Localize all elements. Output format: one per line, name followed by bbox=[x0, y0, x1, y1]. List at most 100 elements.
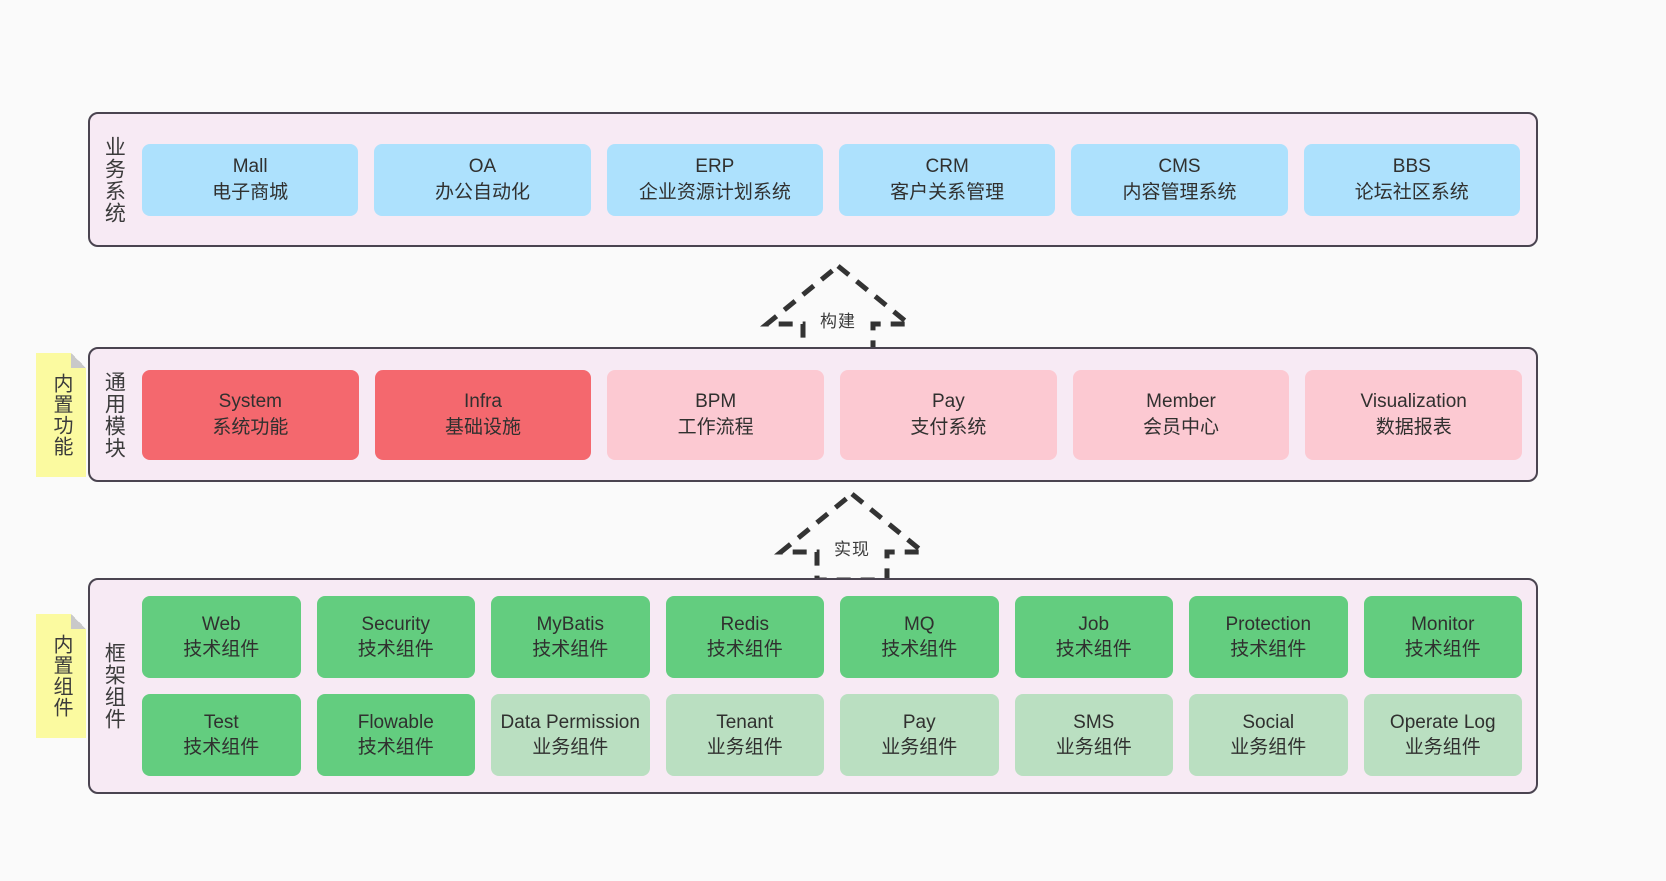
card-visualization[interactable]: Visualization 数据报表 bbox=[1305, 369, 1523, 460]
card-subtitle: 办公自动化 bbox=[434, 181, 530, 203]
card-title: Redis bbox=[720, 613, 770, 635]
arrow-realize: 实现 bbox=[773, 490, 931, 583]
card-title: System bbox=[218, 391, 283, 413]
card-title: ERP bbox=[695, 156, 735, 178]
card-title: Infra bbox=[463, 391, 503, 413]
layer-title-framework-component: 框架组件 bbox=[102, 642, 126, 730]
card-erp[interactable]: ERP 企业资源计划系统 bbox=[606, 143, 823, 216]
card-title: Job bbox=[1078, 613, 1110, 635]
card-subtitle: 系统功能 bbox=[212, 416, 289, 438]
card-row: Mall 电子商城 OA 办公自动化 ERP 企业资源计划系统 CRM 客户关系… bbox=[142, 143, 1520, 216]
card-pay-module[interactable]: Pay 支付系统 bbox=[840, 369, 1057, 460]
card-subtitle: 技术组件 bbox=[357, 639, 434, 660]
card-subtitle: 技术组件 bbox=[183, 639, 260, 660]
card-subtitle: 技术组件 bbox=[183, 737, 260, 758]
card-infra[interactable]: Infra 基础设施 bbox=[374, 369, 592, 460]
arrow-build-label: 构建 bbox=[820, 312, 856, 331]
card-oa[interactable]: OA 办公自动化 bbox=[374, 143, 591, 216]
card-title: Tenant bbox=[716, 711, 774, 733]
card-subtitle: 电子商城 bbox=[212, 181, 289, 203]
arrow-build: 构建 bbox=[759, 262, 917, 355]
card-title: Flowable bbox=[357, 711, 434, 733]
card-title: BPM bbox=[695, 391, 737, 413]
card-crm[interactable]: CRM 客户关系管理 bbox=[838, 143, 1056, 216]
card-protection[interactable]: Protection 技术组件 bbox=[1189, 596, 1348, 678]
layer-title-common-module: 通用模块 bbox=[102, 370, 126, 459]
layer-framework-component: 框架组件 Web 技术组件 Security 技术组件 MyBatis 技术组件… bbox=[88, 578, 1538, 794]
card-bbs[interactable]: BBS 论坛社区系统 bbox=[1303, 143, 1520, 216]
card-subtitle: 数据报表 bbox=[1375, 416, 1452, 438]
card-subtitle: 业务组件 bbox=[532, 737, 609, 758]
card-security[interactable]: Security 技术组件 bbox=[316, 596, 475, 678]
card-title: MQ bbox=[903, 613, 935, 635]
card-title: OA bbox=[468, 156, 497, 178]
card-subtitle: 业务组件 bbox=[1404, 737, 1481, 758]
card-tenant[interactable]: Tenant 业务组件 bbox=[665, 694, 824, 776]
card-subtitle: 业务组件 bbox=[1055, 737, 1132, 758]
card-job[interactable]: Job 技术组件 bbox=[1014, 596, 1173, 678]
card-title: CRM bbox=[925, 156, 969, 178]
card-subtitle: 业务组件 bbox=[706, 737, 783, 758]
layer-body-common-module: System 系统功能 Infra 基础设施 BPM 工作流程 Pay 支付系统… bbox=[136, 349, 1536, 480]
card-sms[interactable]: SMS 业务组件 bbox=[1014, 694, 1173, 776]
card-subtitle: 技术组件 bbox=[357, 737, 434, 758]
note-builtin-component: 内置组件 bbox=[36, 614, 86, 738]
note-label: 内置功能 bbox=[50, 373, 72, 457]
card-subtitle: 业务组件 bbox=[881, 737, 958, 758]
card-social[interactable]: Social 业务组件 bbox=[1189, 694, 1348, 776]
layer-business-system: 业务系统 Mall 电子商城 OA 办公自动化 ERP 企业资源计划系统 CRM… bbox=[88, 112, 1538, 247]
card-title: Mall bbox=[232, 156, 268, 178]
card-test[interactable]: Test 技术组件 bbox=[142, 694, 301, 776]
card-subtitle: 客户关系管理 bbox=[890, 181, 1005, 203]
card-subtitle: 企业资源计划系统 bbox=[638, 181, 791, 203]
card-row: System 系统功能 Infra 基础设施 BPM 工作流程 Pay 支付系统… bbox=[142, 369, 1523, 460]
card-member[interactable]: Member 会员中心 bbox=[1072, 369, 1290, 460]
card-bpm[interactable]: BPM 工作流程 bbox=[607, 369, 825, 460]
card-title: MyBatis bbox=[536, 613, 605, 635]
layer-common-module: 通用模块 System 系统功能 Infra 基础设施 BPM 工作流程 Pay… bbox=[88, 347, 1538, 482]
card-title: Visualization bbox=[1360, 391, 1467, 413]
card-row: Test 技术组件 Flowable 技术组件 Data Permission … bbox=[142, 694, 1522, 776]
card-subtitle: 内容管理系统 bbox=[1122, 181, 1237, 203]
card-web[interactable]: Web 技术组件 bbox=[142, 596, 301, 678]
card-subtitle: 工作流程 bbox=[677, 416, 754, 438]
layer-body-framework-component: Web 技术组件 Security 技术组件 MyBatis 技术组件 Redi… bbox=[136, 580, 1536, 792]
card-title: BBS bbox=[1392, 156, 1431, 178]
card-title: Pay bbox=[902, 711, 936, 733]
card-row: Web 技术组件 Security 技术组件 MyBatis 技术组件 Redi… bbox=[142, 596, 1522, 678]
card-mall[interactable]: Mall 电子商城 bbox=[142, 143, 359, 216]
card-title: SMS bbox=[1073, 711, 1115, 733]
card-pay-component[interactable]: Pay 业务组件 bbox=[840, 694, 999, 776]
card-subtitle: 基础设施 bbox=[445, 416, 522, 438]
card-title: Social bbox=[1242, 711, 1295, 733]
card-subtitle: 会员中心 bbox=[1143, 416, 1220, 438]
card-redis[interactable]: Redis 技术组件 bbox=[665, 596, 824, 678]
card-subtitle: 论坛社区系统 bbox=[1354, 181, 1469, 203]
card-title: Data Permission bbox=[500, 711, 640, 733]
card-title: Member bbox=[1146, 391, 1216, 413]
layer-title-business-system: 业务系统 bbox=[102, 135, 126, 224]
card-title: Operate Log bbox=[1389, 711, 1496, 733]
card-subtitle: 技术组件 bbox=[532, 639, 609, 660]
note-label: 内置组件 bbox=[50, 634, 72, 718]
card-title: CMS bbox=[1158, 156, 1201, 178]
card-subtitle: 技术组件 bbox=[1055, 639, 1132, 660]
card-operate-log[interactable]: Operate Log 业务组件 bbox=[1363, 694, 1522, 776]
card-monitor[interactable]: Monitor 技术组件 bbox=[1363, 596, 1522, 678]
card-title: Web bbox=[201, 613, 241, 635]
card-system[interactable]: System 系统功能 bbox=[142, 369, 359, 460]
card-mq[interactable]: MQ 技术组件 bbox=[840, 596, 999, 678]
card-mybatis[interactable]: MyBatis 技术组件 bbox=[491, 596, 650, 678]
card-cms[interactable]: CMS 内容管理系统 bbox=[1071, 143, 1288, 216]
layer-body-business-system: Mall 电子商城 OA 办公自动化 ERP 企业资源计划系统 CRM 客户关系… bbox=[136, 114, 1536, 245]
card-data-permission[interactable]: Data Permission 业务组件 bbox=[491, 694, 650, 776]
card-title: Test bbox=[203, 711, 239, 733]
card-title: Monitor bbox=[1411, 613, 1475, 635]
card-subtitle: 技术组件 bbox=[706, 639, 783, 660]
card-title: Security bbox=[361, 613, 431, 635]
card-subtitle: 支付系统 bbox=[910, 416, 987, 438]
card-subtitle: 技术组件 bbox=[1230, 639, 1307, 660]
arrow-realize-label: 实现 bbox=[834, 540, 870, 559]
card-flowable[interactable]: Flowable 技术组件 bbox=[316, 694, 475, 776]
card-title: Protection bbox=[1225, 613, 1312, 635]
